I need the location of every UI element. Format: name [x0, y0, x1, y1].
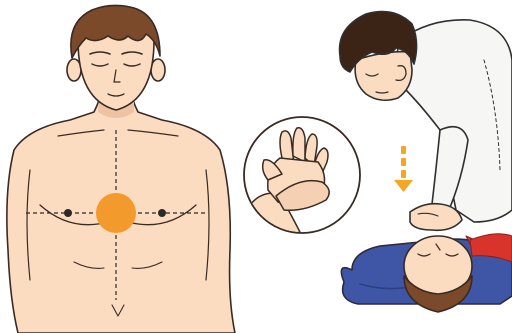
arrow-dash-1	[401, 146, 406, 154]
hand-position-inset	[244, 117, 360, 240]
arrow-dash-3	[401, 170, 406, 178]
nipple-right	[158, 209, 166, 217]
rescuer	[340, 12, 512, 231]
head	[67, 5, 165, 110]
nipple-left	[64, 209, 72, 217]
compression-direction-arrow-icon	[394, 146, 413, 192]
compression-target-point	[96, 193, 136, 233]
arrow-dash-2	[401, 158, 406, 166]
arrow-head	[394, 180, 413, 192]
finger-2	[293, 128, 305, 162]
rescuer-hands	[410, 204, 462, 231]
patient	[341, 234, 512, 312]
